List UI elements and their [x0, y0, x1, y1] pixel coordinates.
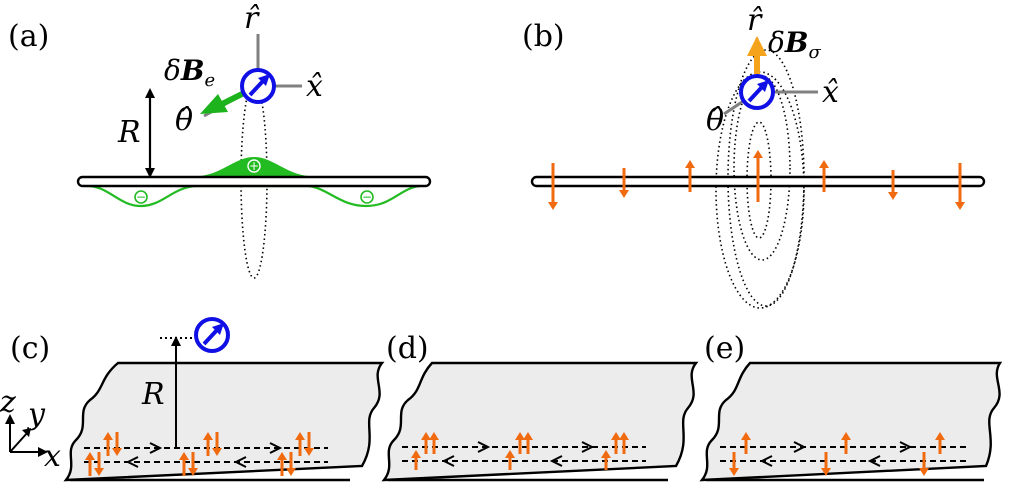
field-arrow-orange — [747, 36, 767, 74]
spin-icon — [739, 74, 775, 110]
spin-arrow-up — [179, 452, 189, 476]
spin-arrow-down — [955, 163, 965, 210]
y-axis-label: y — [26, 397, 46, 432]
spin-arrow-up — [685, 160, 695, 192]
spin-arrow-up — [85, 452, 95, 476]
delta-b-sigma-label: δBσ — [768, 26, 822, 63]
coordinate-axes-icon — [5, 414, 48, 457]
spin-arrow-up — [601, 450, 611, 470]
x-hat-label: x̂ — [306, 69, 323, 104]
spin-arrow-up — [421, 432, 431, 454]
distance-r-label: R — [141, 377, 165, 412]
spin-arrow-up — [753, 150, 763, 202]
r-hat-label: r̂ — [244, 1, 260, 36]
spin-arrow-up — [103, 432, 113, 456]
panel-c-label: (c) — [10, 331, 50, 366]
x-hat-label: x̂ — [822, 75, 839, 110]
distance-r-label: R — [117, 115, 141, 150]
slab-d — [381, 361, 699, 482]
spin-arrow-up — [411, 450, 421, 470]
spin-icon — [240, 68, 276, 104]
panel-e-label: (e) — [704, 331, 745, 366]
r-hat-label: r̂ — [747, 3, 763, 38]
orange-arrows-b — [548, 150, 965, 210]
spin-arrow-up — [935, 432, 945, 454]
spin-arrow-down — [112, 432, 122, 456]
negative-charge-icon: − — [360, 190, 374, 204]
spin-arrow-down — [304, 432, 314, 456]
spin-arrow-down — [729, 452, 739, 476]
orange-arrows-c — [85, 432, 314, 476]
panel-a: (a) r̂ x̂ θ̂ δBe R — [8, 1, 432, 279]
x-axis-label: x — [44, 439, 61, 474]
spin-arrow-up — [819, 160, 829, 192]
positive-charge-icon: + — [247, 159, 261, 173]
negative-charge-icon: − — [134, 190, 148, 204]
z-axis-label: z — [0, 385, 16, 420]
spin-arrow-up — [277, 452, 287, 476]
panel-c: (c) R z y x — [0, 317, 385, 482]
spin-arrow-up — [841, 432, 851, 454]
orange-arrows-d — [411, 432, 629, 470]
svg-text:−: − — [362, 190, 372, 204]
panel-e: (e) — [699, 331, 1003, 482]
spin-arrow-up — [741, 432, 751, 454]
spin-arrow-down — [919, 452, 929, 476]
theta-hat-label: θ̂ — [175, 103, 193, 138]
spin-arrow-up — [515, 432, 525, 454]
slab-e — [699, 361, 1003, 482]
spin-arrow-down — [619, 168, 629, 198]
panel-b-label: (b) — [522, 19, 565, 54]
spin-arrow-up — [429, 432, 439, 454]
spin-arrow-down — [888, 170, 898, 200]
spin-arrow-down — [212, 432, 222, 456]
spin-arrow-down — [94, 452, 104, 476]
panel-b: (b) r̂ x̂ θ̂ δBσ — [522, 3, 986, 309]
spin-arrow-up — [505, 450, 515, 470]
spin-arrow-up — [611, 432, 621, 454]
spin-arrow-up — [523, 432, 533, 454]
panel-d: (d) — [381, 331, 699, 482]
slab-c — [63, 361, 385, 482]
spin-arrow-up — [295, 432, 305, 456]
spin-arrow-down — [548, 163, 558, 210]
spin-arrow-down — [188, 452, 198, 476]
wire-a — [76, 175, 432, 188]
spin-arrow-up — [619, 432, 629, 454]
panel-d-label: (d) — [386, 331, 429, 366]
spin-icon — [194, 317, 230, 353]
spin-arrow-down — [286, 452, 296, 476]
panel-a-label: (a) — [8, 19, 49, 54]
svg-text:+: + — [249, 159, 259, 173]
delta-b-e-label: δBe — [164, 54, 215, 91]
theta-hat-label: θ̂ — [706, 103, 724, 138]
orange-arrows-e — [729, 432, 945, 476]
spin-arrow-down — [821, 452, 831, 476]
spin-arrow-up — [203, 432, 213, 456]
svg-text:−: − — [136, 190, 146, 204]
